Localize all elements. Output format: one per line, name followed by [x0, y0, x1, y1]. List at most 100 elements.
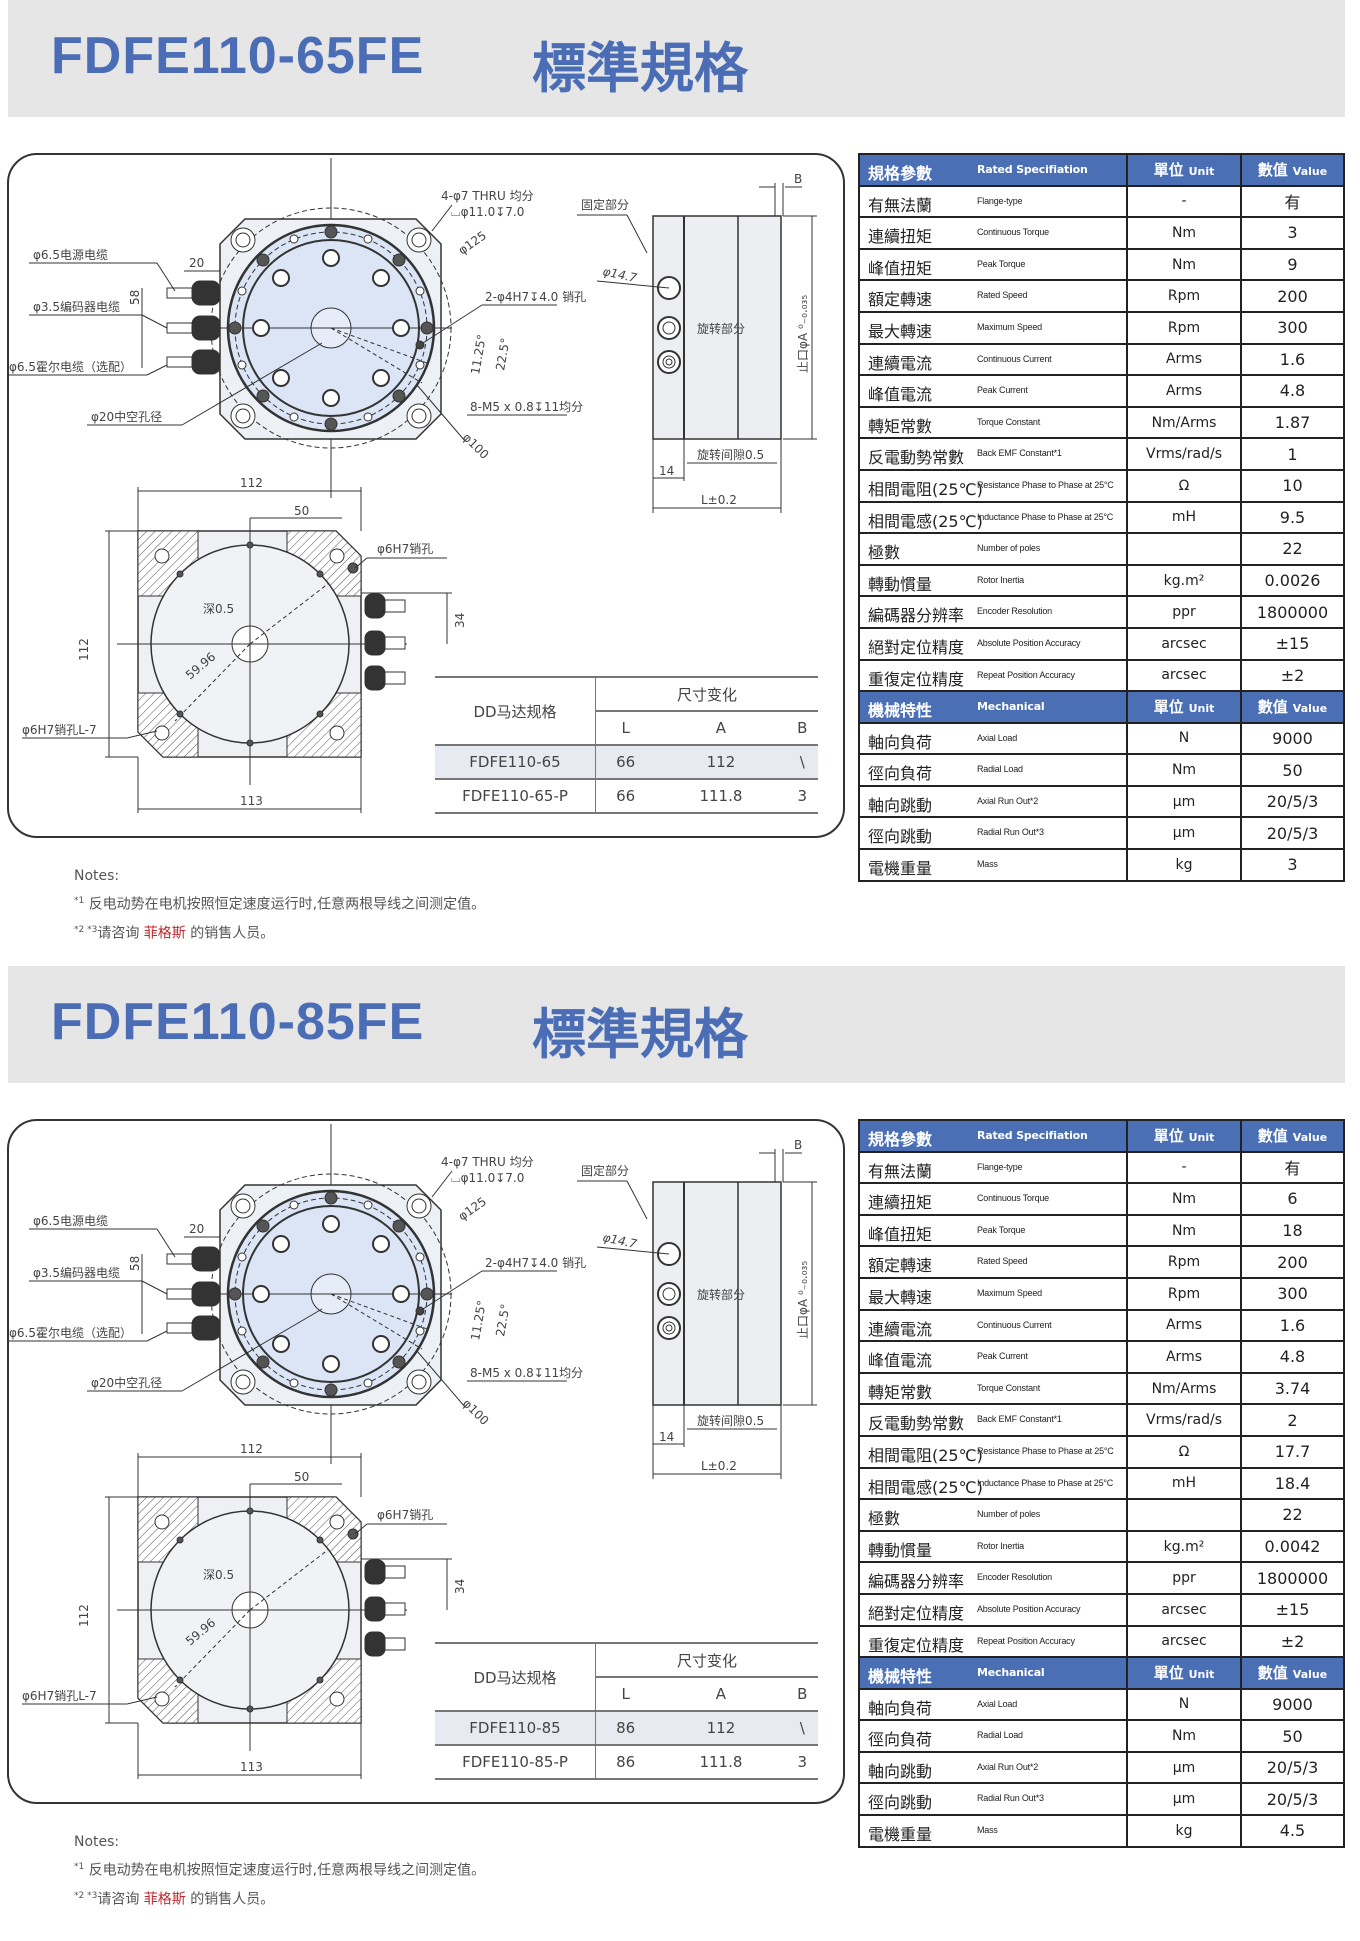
unit-cell: arcsec	[1126, 1624, 1242, 1659]
spec-row: 相間電阻(25℃)Resistance Phase to Phase at 25…	[858, 468, 1345, 503]
depth-label: 深0.5	[203, 602, 234, 616]
param-en: Absolute Position Accuracy	[977, 1603, 1081, 1614]
size-change-header: 尺寸变化	[595, 1643, 818, 1678]
notes: Notes: *1 反电动势在电机按照恒定速度运行时,任意两根导线之间测定值。 …	[74, 1830, 485, 1912]
param-en: Repeat Position Accuracy	[977, 1635, 1075, 1646]
dim-34: 34	[453, 613, 467, 628]
param-en: Continuous Torque	[977, 1193, 1049, 1204]
size-l: 66	[616, 753, 636, 771]
unit-cell: Vrms/rad/s	[1126, 1403, 1242, 1437]
section-header: FDFE110-65FE 標準規格	[8, 0, 1345, 117]
param-cn: 連續電流	[868, 1319, 933, 1339]
note-2: *2 *3请咨询 菲格斯 的销售人员。	[74, 918, 485, 947]
rotating-part-label: 旋转部分	[697, 1287, 745, 1302]
value-cell: 300	[1240, 1276, 1345, 1311]
unit-cell: μm	[1126, 784, 1242, 819]
size-table: DD马达规格 尺寸变化 L A B FDFE110-65 66 112 \ FD…	[435, 676, 818, 814]
unit-cell: arcsec	[1126, 1592, 1242, 1627]
hollow-label: φ20中空孔径	[91, 409, 162, 424]
param-en: Repeat Position Accuracy	[977, 669, 1075, 680]
unit-cell	[1126, 532, 1242, 566]
header-param: 機械特性 Mechanical	[858, 690, 1128, 724]
unit-cell: kg.m²	[1126, 1529, 1242, 1564]
value-cell: 9000	[1240, 721, 1345, 756]
size-a: 112	[706, 753, 736, 771]
notes: Notes: *1 反电动势在电机按照恒定速度运行时,任意两根导线之间测定值。 …	[74, 864, 485, 946]
model-title: FDFE110-65FE	[51, 27, 425, 85]
angle-22-5: 22.5°	[493, 337, 512, 372]
header-en: Mechanical	[977, 700, 1045, 714]
value-cell: 20/5/3	[1240, 816, 1345, 851]
param-cn: 重復定位精度	[868, 669, 965, 689]
col-l: L	[595, 711, 656, 745]
size-change-header: 尺寸变化	[595, 677, 818, 712]
value-cell: 18.4	[1240, 1466, 1345, 1501]
header-cn: 規格參數	[868, 1130, 933, 1149]
header-cn: 機械特性	[868, 701, 933, 721]
note-2: *2 *3请咨询 菲格斯 的销售人员。	[74, 1884, 485, 1913]
param-cn: 軸向跳動	[868, 1761, 933, 1781]
length-label: L±0.2	[701, 493, 737, 507]
unit-cell: mH	[1126, 1466, 1242, 1501]
side-view	[577, 183, 817, 513]
param-cn: 最大轉速	[868, 1287, 933, 1307]
value-cn: 數值	[1257, 161, 1288, 180]
value-cell: 0.0026	[1240, 563, 1345, 598]
header-cn: 規格參數	[868, 164, 933, 183]
col-a: A	[655, 1677, 787, 1711]
param-cn: 徑向跳動	[868, 1793, 933, 1813]
unit-cell: μm	[1126, 816, 1242, 851]
param-cn: 相間電阻(25℃)	[868, 1445, 983, 1465]
power-cable-label: φ6.5电源电缆	[33, 248, 108, 262]
dim-20: 20	[189, 1222, 204, 1236]
value-cell: ±15	[1240, 1592, 1345, 1627]
param-en: Peak Torque	[977, 1224, 1026, 1235]
note-1: *1 反电动势在电机按照恒定速度运行时,任意两根导线之间测定值。	[74, 1855, 485, 1884]
value-cell: 20/5/3	[1240, 1750, 1345, 1785]
param-en: Axial Run Out*2	[977, 795, 1039, 806]
param-en: Torque Constant	[977, 416, 1041, 427]
unit-cell: Arms	[1126, 1340, 1242, 1374]
header-cn: 機械特性	[868, 1667, 933, 1687]
value-cell: 10	[1240, 468, 1345, 503]
spigot-label: 止口φA ⁰₋₀.₀₃₅	[796, 295, 810, 373]
header-en: Rated Specifiation	[977, 1129, 1088, 1142]
param-cn: 相間電感(25℃)	[868, 1477, 983, 1497]
height-112: 112	[77, 638, 91, 661]
value-cell: 4.8	[1240, 1340, 1345, 1374]
unit-cell: kg	[1126, 848, 1242, 882]
dim-50: 50	[294, 1470, 309, 1484]
param-en: Continuous Current	[977, 353, 1052, 364]
standard-spec-title: 標準規格	[532, 1003, 748, 1066]
unit-cell: Nm	[1126, 247, 1242, 282]
pin-hole-label: 2-φ4H7↧4.0 销孔	[485, 1256, 586, 1270]
value-cell: 50	[1240, 1719, 1345, 1753]
dimension-drawing: 4-φ7 THRU 均分 ⌴φ11.0↧7.0 φ125 φ6.5电源电缆 20…	[7, 153, 845, 838]
value-cell: 200	[1240, 279, 1345, 313]
param-en: Flange-type	[977, 1161, 1023, 1172]
